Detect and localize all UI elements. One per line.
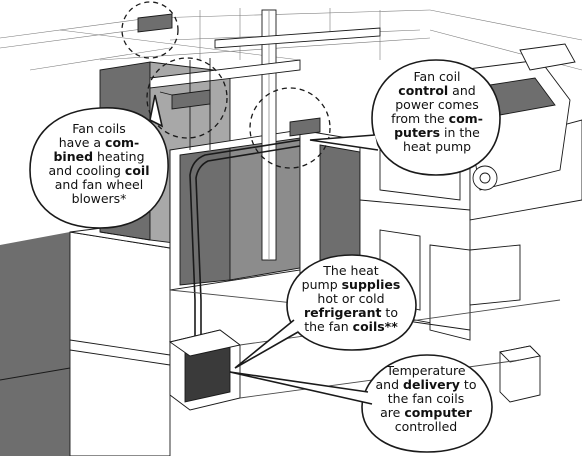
callout-temperature-line: Temperature: [372, 364, 480, 378]
text-run: heat pump: [403, 139, 471, 154]
emphasized-text: puters: [394, 125, 440, 140]
text-run: blowers*: [72, 191, 127, 206]
callout-control-line: power comes: [384, 98, 490, 112]
callout-refrigerant-line: refrigerant to: [296, 306, 406, 320]
text-run: Fan coils: [72, 121, 126, 136]
callout-refrigerant-line: hot or cold: [296, 292, 406, 306]
fan-coil-unit-top: [138, 14, 172, 32]
text-run: and cooling: [48, 163, 124, 178]
callout-refrigerant-line: The heat: [296, 264, 406, 278]
emphasized-text: refrigerant: [304, 305, 381, 320]
emphasized-text: com-: [449, 111, 483, 126]
emphasized-text: coils**: [353, 319, 398, 334]
callout-temperature-line: controlled: [372, 420, 480, 434]
text-run: to: [460, 377, 477, 392]
text-run: to: [381, 305, 398, 320]
text-run: hot or cold: [317, 291, 384, 306]
callout-fan-coils-line: and fan wheel: [40, 178, 158, 192]
text-run: and: [448, 83, 476, 98]
text-run: The heat: [323, 263, 378, 278]
thermostat-box: [500, 346, 540, 402]
callout-control-line: heat pump: [384, 140, 490, 154]
text-run: are: [380, 405, 404, 420]
callout-fan-coils-line: have a com-: [40, 136, 158, 150]
callout-fan-coils-line: Fan coils: [40, 122, 158, 136]
callout-refrigerant-line: the fan coils**: [296, 320, 406, 334]
text-run: from the: [391, 111, 449, 126]
heat-pump-unit: [170, 330, 240, 410]
text-run: heating: [93, 149, 144, 164]
emphasized-text: com-: [105, 135, 139, 150]
text-run: the fan: [304, 319, 352, 334]
callout-fan-coils-line: bined heating: [40, 150, 158, 164]
text-run: controlled: [395, 419, 457, 434]
text-run: and: [376, 377, 404, 392]
callout-refrigerant-line: pump supplies: [296, 278, 406, 292]
callout-fan-coils-line: blowers*: [40, 192, 158, 206]
text-run: the fan coils: [388, 391, 464, 406]
text-run: in the: [440, 125, 480, 140]
callout-temperature-line: are computer: [372, 406, 480, 420]
callout-control-line: puters in the: [384, 126, 490, 140]
callout-fan-coils-line: and cooling coil: [40, 164, 158, 178]
emphasized-text: bined: [53, 149, 93, 164]
emphasized-text: coil: [125, 163, 150, 178]
callout-control-line: from the com-: [384, 112, 490, 126]
emphasized-text: computer: [404, 405, 472, 420]
callout-control-line: control and: [384, 84, 490, 98]
emphasized-text: supplies: [342, 277, 401, 292]
callout-control-line: Fan coil: [384, 70, 490, 84]
callout-temperature-line: and delivery to: [372, 378, 480, 392]
text-run: power comes: [395, 97, 479, 112]
text-run: and fan wheel: [55, 177, 143, 192]
text-run: Fan coil: [413, 69, 460, 84]
emphasized-text: control: [398, 83, 448, 98]
vertical-column: [262, 10, 276, 260]
text-run: pump: [302, 277, 342, 292]
emphasized-text: delivery: [403, 377, 460, 392]
text-run: Temperature: [386, 363, 465, 378]
callout-temperature-line: the fan coils: [372, 392, 480, 406]
text-run: have a: [59, 135, 105, 150]
